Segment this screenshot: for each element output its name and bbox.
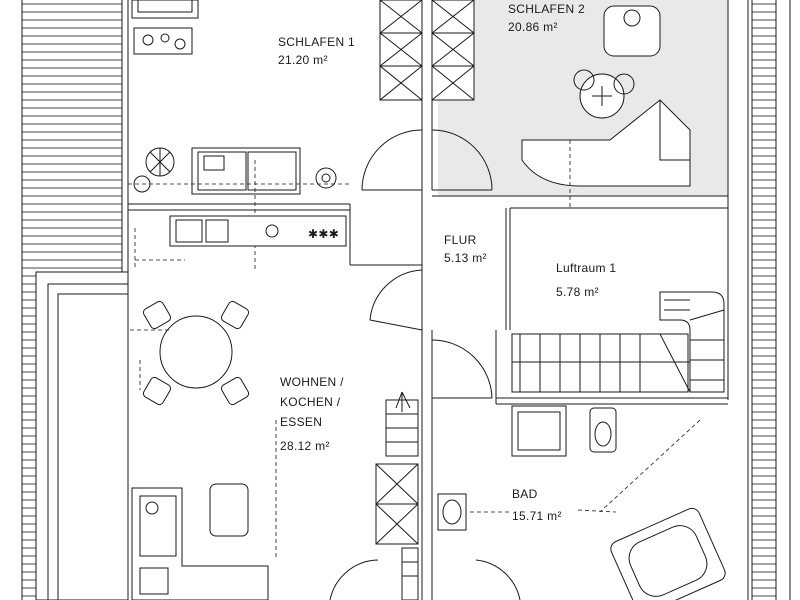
label-flur: FLUR (444, 233, 477, 247)
door-schlafen2 (431, 129, 493, 191)
toilet (589, 407, 617, 453)
door-lower-right (475, 559, 521, 600)
plant-icon-schlafen1 (133, 147, 175, 193)
label-luftraum: Luftraum 1 (556, 261, 616, 275)
lamp-icon (315, 167, 337, 189)
area-schlafen2: 20.86 m² (508, 20, 558, 34)
round-table-schlafen2 (573, 69, 635, 119)
bathtub (610, 507, 726, 600)
dining-table (142, 300, 250, 406)
plant-shelf (385, 391, 419, 457)
dimension-lines-s1 (128, 160, 350, 270)
small-shelf-lower (401, 547, 419, 600)
label-schlafen2: SCHLAFEN 2 (508, 2, 585, 16)
hob-icon: ✱✱✱ (308, 227, 339, 241)
wardrobe-schlafen1 (379, 0, 423, 101)
sofa-schlafen1 (191, 147, 301, 195)
sink (437, 493, 467, 531)
roof-slope-right (747, 0, 791, 600)
label-schlafen1: SCHLAFEN 1 (278, 35, 355, 49)
walls (128, 0, 729, 600)
plant-box-top (133, 27, 193, 55)
door-schlafen1 (361, 129, 423, 191)
sofa-wohnen (131, 487, 269, 600)
label-bad: BAD (512, 487, 538, 501)
label-wohnen-1: WOHNEN / (280, 375, 344, 389)
area-wohnen: 28.12 m² (280, 439, 330, 453)
door-lower-left (329, 559, 379, 600)
door-wohnen (369, 269, 423, 331)
plant-icon-top (142, 33, 186, 50)
dormer-frame-left (35, 271, 129, 600)
coffee-table (209, 483, 249, 537)
bed-top (131, 0, 199, 19)
armchair-schlafen2 (603, 5, 661, 57)
bed-schlafen2 (521, 99, 691, 187)
area-bad: 15.71 m² (512, 509, 562, 523)
label-wohnen-2: KOCHEN / (280, 395, 341, 409)
staircase (511, 291, 725, 393)
door-bad (431, 339, 493, 399)
wardrobe-schlafen2 (431, 0, 475, 101)
area-schlafen1: 21.20 m² (278, 53, 328, 67)
area-luftraum: 5.78 m² (556, 285, 599, 299)
shower (511, 405, 567, 457)
area-flur: 5.13 m² (444, 251, 487, 265)
kitchen-counter (169, 215, 347, 247)
label-wohnen-3: ESSEN (280, 415, 322, 429)
wardrobe-wohnen (375, 463, 419, 545)
